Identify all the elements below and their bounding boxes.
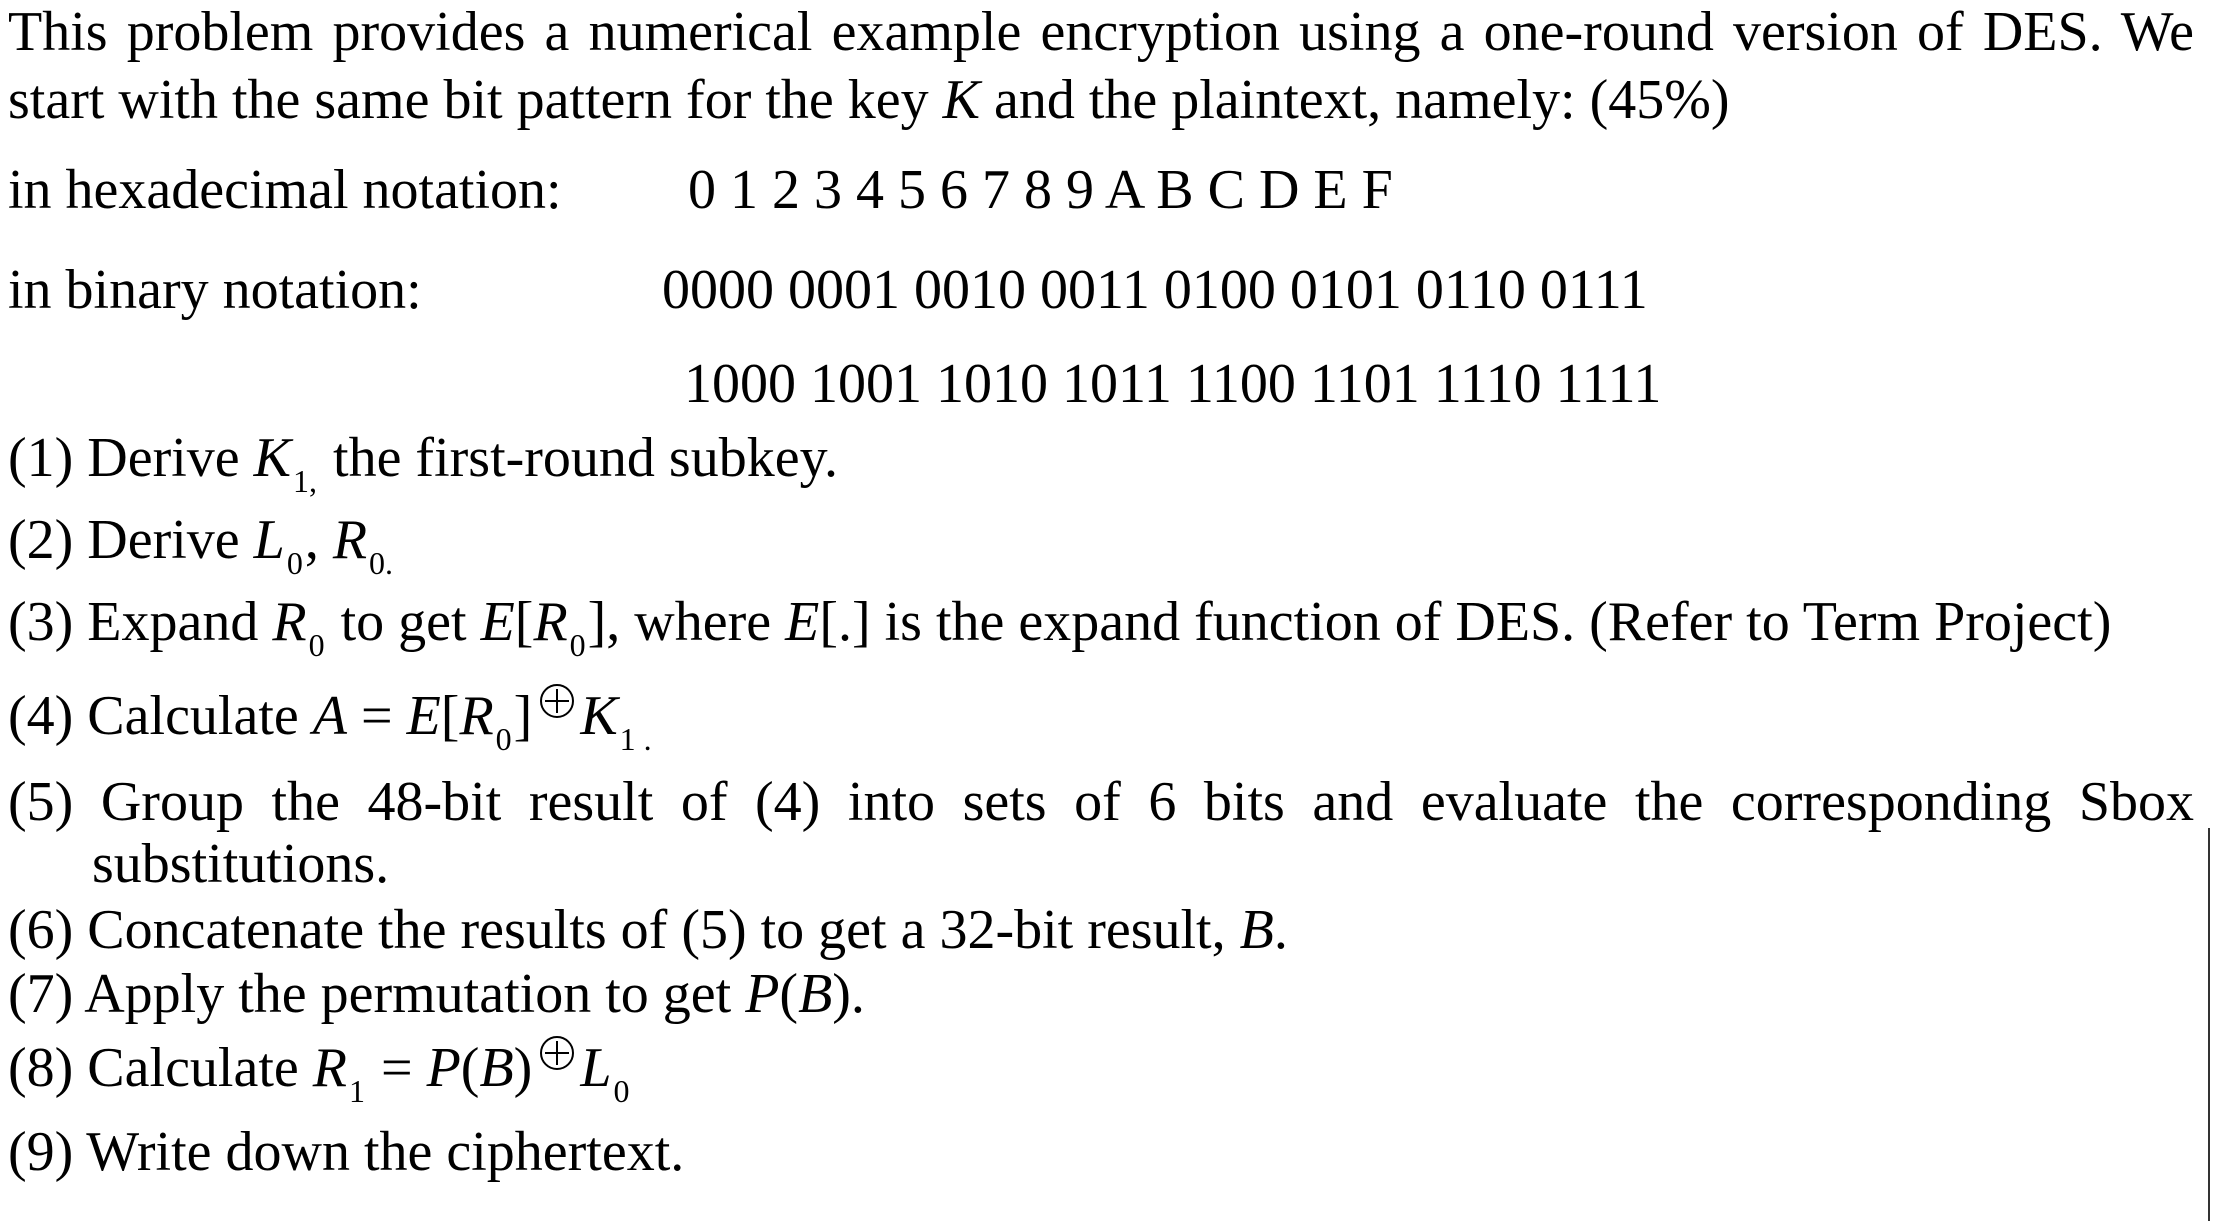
binary-row-2-text: 1000 1001 1010 1011 1100 1101 1110 1111 <box>684 353 1662 415</box>
step-4: (4) Calculate A = E[R0] K1 . <box>8 684 654 755</box>
variable-r: R <box>332 509 368 571</box>
intro-text-2a: start with the same bit pattern for the … <box>8 69 943 131</box>
step-7-suffix: ). <box>832 963 865 1025</box>
step-3: (3) Expand R0 to get E[R0], where E[.] i… <box>8 591 2112 661</box>
l-subscript: 0 <box>613 1073 630 1109</box>
binary-row-1: 0000 0001 0010 0011 0100 0101 0110 0111 <box>662 262 1648 318</box>
variable-b: B <box>798 963 833 1025</box>
paren-close: ) <box>513 1037 533 1099</box>
hex-label-text: in hexadecimal notation: <box>8 159 562 221</box>
intro-text-1: This problem provides a numerical exampl… <box>8 1 2194 63</box>
variable-l: L <box>580 1037 612 1099</box>
r-subscript: 0 <box>308 627 325 663</box>
step-3-text: ], where <box>587 591 786 653</box>
step-7-prefix: (7) Apply the permutation to get <box>8 963 746 1025</box>
xor-icon <box>540 684 575 718</box>
variable-r: R <box>272 591 307 653</box>
step-1-suffix: the first-round subkey. <box>319 427 838 489</box>
step-2-prefix: (2) Derive <box>8 509 254 571</box>
r-subscript: 0. <box>369 545 394 581</box>
hex-value: 0 1 2 3 4 5 6 7 8 9 A B C D E F <box>688 162 1393 218</box>
binary-row-1-text: 0000 0001 0010 0011 0100 0101 0110 0111 <box>662 259 1648 321</box>
equals-sign: = <box>346 685 407 747</box>
step-5-continuation: substitutions. <box>92 833 390 895</box>
xor-icon <box>540 1036 575 1070</box>
variable-r: R <box>533 591 568 653</box>
step-3-text: to get <box>326 591 481 653</box>
step-9: (9) Write down the ciphertext. <box>8 1124 684 1180</box>
bracket-close: ] <box>513 685 533 747</box>
intro-text-2b: and the plaintext, namely: (45%) <box>979 69 1730 131</box>
page-edge-divider <box>2208 828 2210 1221</box>
l-subscript: 0 <box>286 545 303 581</box>
r-subscript: 0 <box>495 721 512 757</box>
hex-value-text: 0 1 2 3 4 5 6 7 8 9 A B C D E F <box>688 159 1393 221</box>
paren-open: ( <box>779 963 799 1025</box>
step-9-text: (9) Write down the ciphertext. <box>8 1121 685 1183</box>
key-variable-k: K <box>942 69 980 131</box>
r-subscript: 1 <box>348 1073 365 1109</box>
step-3-suffix: [.] is the expand function of DES. (Refe… <box>819 591 2112 653</box>
subkey-subscript: 1, <box>293 463 318 499</box>
step-8-prefix: (8) Calculate <box>8 1037 313 1099</box>
subkey-variable-k: K <box>253 427 292 489</box>
paren-open: ( <box>460 1037 480 1099</box>
step-5-text: (5) Group the 48-bit result of (4) into … <box>8 771 2194 833</box>
step-5-line-2: substitutions. <box>92 836 389 892</box>
variable-e: E <box>785 591 820 653</box>
step-8: (8) Calculate R1 = P(B) L0 <box>8 1036 631 1107</box>
step-6-prefix: (6) Concatenate the results of (5) to ge… <box>8 899 1240 961</box>
step-1: (1) Derive K1, the first-round subkey. <box>8 427 838 497</box>
step-1-prefix: (1) Derive <box>8 427 254 489</box>
intro-line-2: start with the same bit pattern for the … <box>8 72 1730 128</box>
variable-p: P <box>426 1037 461 1099</box>
step-6-suffix: . <box>1273 899 1288 961</box>
hex-label: in hexadecimal notation: <box>8 162 562 218</box>
variable-e: E <box>406 685 441 747</box>
variable-r: R <box>459 685 494 747</box>
variable-e: E <box>480 591 515 653</box>
intro-line-1: This problem provides a numerical exampl… <box>8 4 2194 60</box>
step-6: (6) Concatenate the results of (5) to ge… <box>8 902 1288 958</box>
step-2: (2) Derive L0, R0. <box>8 509 395 579</box>
step-5-line-1: (5) Group the 48-bit result of (4) into … <box>8 774 2194 830</box>
variable-p: P <box>745 963 780 1025</box>
variable-a: A <box>312 685 347 747</box>
k-subscript: 1 . <box>619 721 652 757</box>
step-4-prefix: (4) Calculate <box>8 685 313 747</box>
binary-label-text: in binary notation: <box>8 259 422 321</box>
r-subscript: 0 <box>569 627 586 663</box>
bracket-open: [ <box>514 591 534 653</box>
variable-k: K <box>580 685 618 747</box>
step-7: (7) Apply the permutation to get P(B). <box>8 966 865 1022</box>
variable-r: R <box>312 1037 347 1099</box>
equals-sign: = <box>366 1037 427 1099</box>
bracket-open: [ <box>440 685 460 747</box>
variable-b: B <box>1239 899 1274 961</box>
variable-l: L <box>253 509 285 571</box>
binary-label: in binary notation: <box>8 262 422 318</box>
step-3-prefix: (3) Expand <box>8 591 273 653</box>
binary-row-2: 1000 1001 1010 1011 1100 1101 1110 1111 <box>684 356 1661 412</box>
variable-b: B <box>479 1037 514 1099</box>
step-2-separator: , <box>304 509 333 571</box>
